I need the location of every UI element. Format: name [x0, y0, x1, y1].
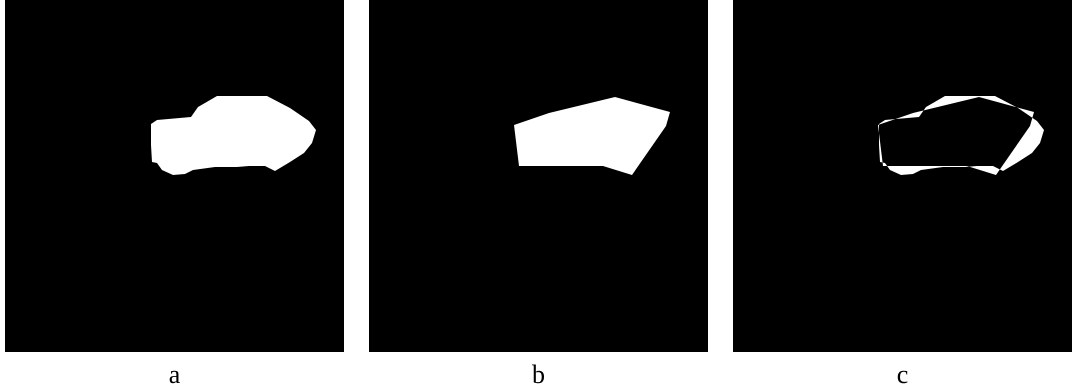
panel-caption-b: b [532, 360, 545, 389]
mask-panel-a [5, 0, 344, 352]
difference-mask-image [878, 96, 1044, 175]
predicted-polygon-shape [514, 97, 670, 175]
difference-region-shape [878, 96, 1044, 175]
car-mask-image [151, 96, 316, 175]
mask-panel-c [733, 0, 1072, 352]
panel-caption-a: a [168, 360, 181, 389]
panel-caption-c: c [896, 360, 909, 389]
mask-panel-b [369, 0, 708, 352]
car-silhouette-shape [151, 96, 316, 175]
polygon-mask-image [514, 97, 670, 175]
